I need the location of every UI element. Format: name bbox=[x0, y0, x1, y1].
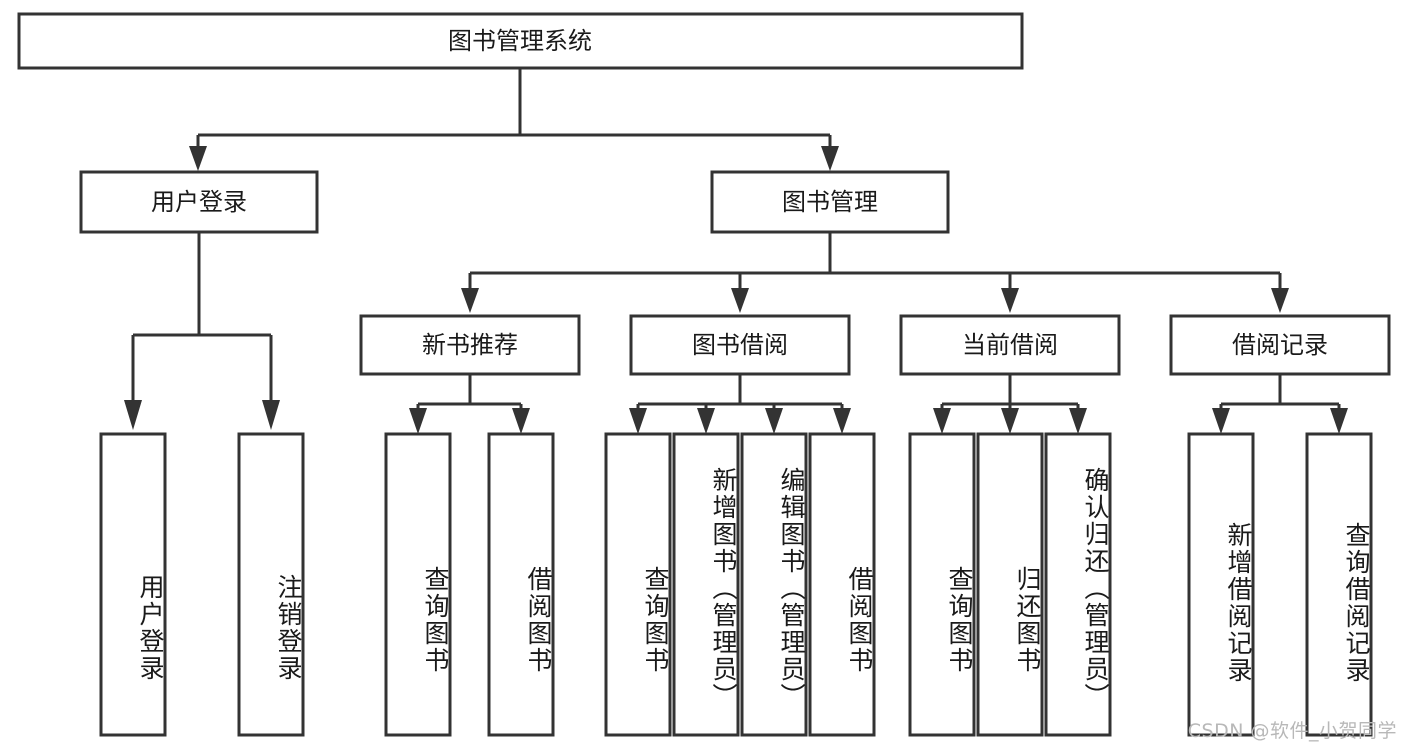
arrowhead-borrowrecord-l2 bbox=[1330, 408, 1348, 434]
leaf-box-query-borrow-record[interactable] bbox=[1305, 432, 1373, 737]
leaf-box-return-book[interactable] bbox=[976, 432, 1044, 737]
leaf-box-query-book-current[interactable] bbox=[908, 432, 976, 737]
arrowhead-newbook-l2 bbox=[512, 408, 530, 434]
arrowhead-bookmgmt-c1 bbox=[461, 288, 479, 313]
leaf-box-borrow-book-recommend[interactable] bbox=[487, 432, 555, 737]
arrowhead-bookborrow-l1 bbox=[629, 408, 647, 434]
arrowhead-borrowrecord-l1 bbox=[1212, 408, 1230, 434]
node-root-system[interactable] bbox=[17, 12, 1024, 70]
leaf-box-borrow-book[interactable] bbox=[808, 432, 876, 737]
node-borrow-record[interactable] bbox=[1169, 314, 1391, 376]
node-current-borrow[interactable] bbox=[899, 314, 1121, 376]
leaf-box-user-login[interactable] bbox=[99, 432, 167, 737]
node-user-login-label: 用户登录 bbox=[151, 188, 247, 216]
csdn-watermark: CSDN @软件_小贺同学 bbox=[1187, 720, 1397, 742]
node-root-system-label: 图书管理系统 bbox=[448, 27, 592, 55]
arrowhead-bookmgmt-c3 bbox=[1001, 288, 1019, 313]
arrowhead-bookborrow-l3 bbox=[765, 408, 783, 434]
node-book-borrow-label: 图书借阅 bbox=[692, 331, 788, 359]
leaf-box-add-book-admin[interactable] bbox=[672, 432, 740, 737]
node-borrow-record-label: 借阅记录 bbox=[1232, 331, 1328, 359]
arrowhead-userlogin-l1 bbox=[124, 400, 142, 430]
node-book-borrow[interactable] bbox=[629, 314, 851, 376]
leaf-box-confirm-return-admin[interactable] bbox=[1044, 432, 1112, 737]
node-book-management[interactable] bbox=[710, 170, 950, 234]
leaf-box-logout[interactable] bbox=[237, 432, 305, 737]
arrowhead-newbook-l1 bbox=[409, 408, 427, 434]
arrowhead-bookborrow-l2 bbox=[697, 408, 715, 434]
node-book-management-label: 图书管理 bbox=[782, 188, 878, 216]
node-new-book-recommend-label: 新书推荐 bbox=[422, 331, 518, 359]
arrowhead-userlogin-l2 bbox=[262, 400, 280, 430]
leaf-box-edit-book-admin[interactable] bbox=[740, 432, 808, 737]
node-new-book-recommend[interactable] bbox=[359, 314, 581, 376]
arrowhead-bookmgmt-c4 bbox=[1271, 288, 1289, 313]
leaf-box-query-book-borrow[interactable] bbox=[604, 432, 672, 737]
leaf-box-add-borrow-record[interactable] bbox=[1187, 432, 1255, 737]
arrowhead-root-to-userlogin bbox=[189, 146, 207, 171]
arrowhead-root-to-bookmgmt bbox=[821, 146, 839, 171]
arrowhead-currentborrow-l1 bbox=[933, 408, 951, 434]
node-current-borrow-label: 当前借阅 bbox=[962, 331, 1058, 359]
arrowhead-bookborrow-l4 bbox=[833, 408, 851, 434]
arrowhead-bookmgmt-c2 bbox=[731, 288, 749, 313]
arrowhead-currentborrow-l2 bbox=[1001, 408, 1019, 434]
arrowhead-currentborrow-l3 bbox=[1069, 408, 1087, 434]
leaf-box-query-book-recommend[interactable] bbox=[384, 432, 452, 737]
